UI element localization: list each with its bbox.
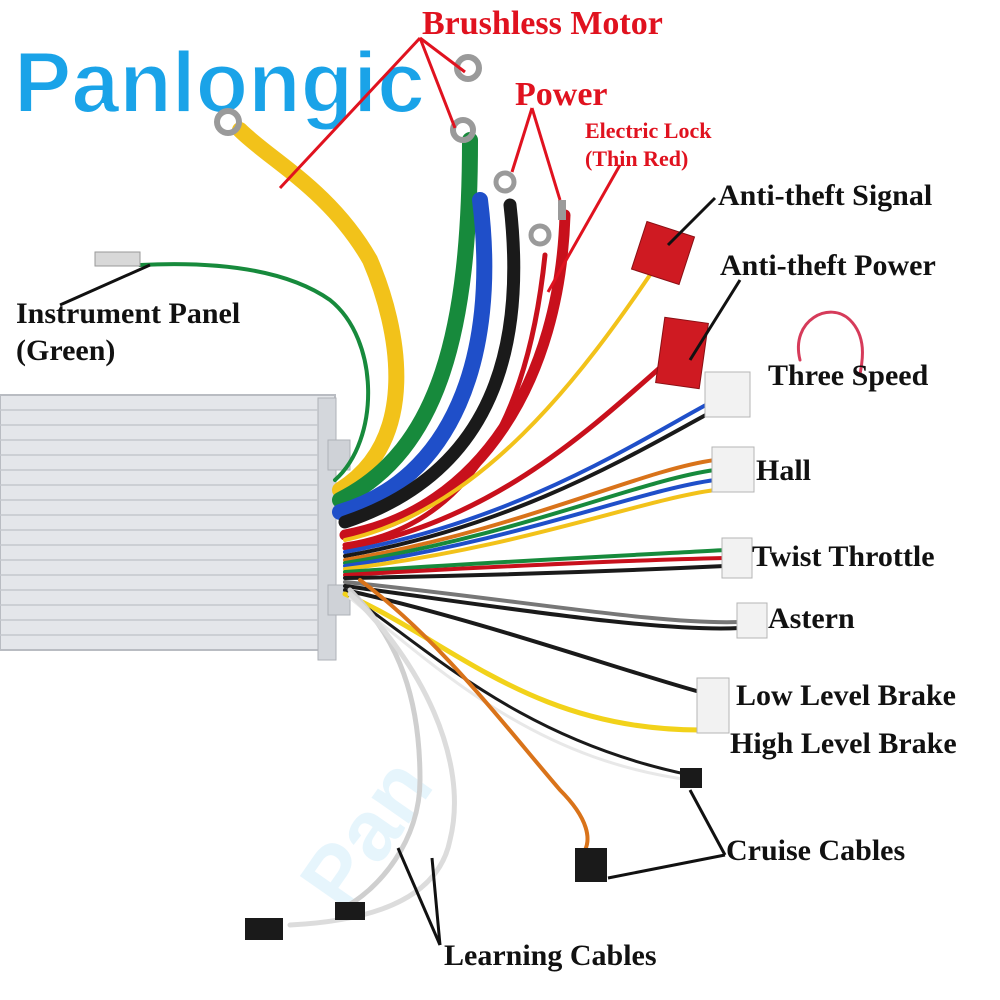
label-electric-lock-2: (Thin Red) bbox=[585, 146, 688, 171]
connectors bbox=[245, 220, 768, 940]
leader-anti-theft-power bbox=[688, 279, 742, 361]
black-leader-lines bbox=[59, 196, 742, 946]
anti-theft-signal-connector bbox=[630, 220, 696, 286]
wire-hall-3 bbox=[343, 478, 717, 568]
wire-bundle bbox=[138, 122, 864, 928]
wire-thin-red-lock bbox=[342, 252, 548, 548]
watermark-logo: Pan bbox=[282, 741, 451, 925]
label-three-speed: Three Speed bbox=[768, 359, 929, 392]
wire-green-phase bbox=[332, 132, 478, 508]
wire-high-brake bbox=[342, 591, 703, 733]
wire-astern-2 bbox=[343, 584, 742, 631]
label-instrument-panel-1: Instrument Panel bbox=[16, 297, 240, 330]
wire-cruise-1 bbox=[348, 594, 692, 777]
label-anti-theft-power: Anti-theft Power bbox=[720, 249, 936, 282]
leader-electric-lock bbox=[546, 164, 622, 293]
label-instrument-panel-2: (Green) bbox=[16, 334, 115, 367]
spade-terminal bbox=[558, 200, 566, 220]
cruise-connector-2 bbox=[575, 848, 607, 882]
learning-connector-2 bbox=[335, 902, 365, 920]
leader-learning-2 bbox=[430, 857, 442, 946]
wire-red-power bbox=[339, 209, 571, 541]
label-high-level-brake: High Level Brake bbox=[730, 727, 957, 760]
red-leader-lines bbox=[278, 36, 622, 293]
learning-connector-1 bbox=[245, 918, 283, 940]
leader-instrument-panel bbox=[59, 263, 151, 307]
ring-terminal bbox=[454, 54, 482, 82]
wire-three-speed-2 bbox=[343, 408, 717, 558]
brand-logo: Panlongic bbox=[14, 35, 425, 131]
leader-power-1 bbox=[510, 107, 534, 173]
leader-anti-theft-signal bbox=[666, 196, 717, 247]
label-electric-lock-1: Electric Lock bbox=[585, 118, 712, 143]
wire-yellow-phase bbox=[232, 122, 405, 498]
wire-astern-1 bbox=[343, 580, 742, 625]
label-low-level-brake: Low Level Brake bbox=[736, 679, 956, 712]
ring-terminal bbox=[528, 223, 552, 247]
label-hall: Hall bbox=[756, 454, 811, 487]
ring-terminal bbox=[214, 108, 242, 136]
controller-box bbox=[0, 394, 351, 661]
wire-three-speed-loop bbox=[796, 310, 864, 377]
leader-brushless-ring2 bbox=[418, 37, 457, 129]
label-astern: Astern bbox=[768, 602, 855, 635]
label-brushless-motor: Brushless Motor bbox=[422, 5, 663, 42]
ring-terminal bbox=[450, 117, 476, 143]
label-cruise-cables: Cruise Cables bbox=[726, 834, 905, 867]
leader-brushless-ring1 bbox=[419, 36, 466, 74]
wire-hall-4 bbox=[343, 488, 717, 571]
label-twist-throttle: Twist Throttle bbox=[752, 540, 935, 573]
ring-terminals bbox=[94, 54, 566, 267]
wire-throttle-3 bbox=[343, 564, 727, 580]
heatsink-fins bbox=[0, 409, 318, 636]
astern-connector bbox=[736, 602, 768, 639]
wire-hall-2 bbox=[343, 468, 717, 565]
label-anti-theft-signal: Anti-theft Signal bbox=[718, 179, 932, 212]
label-learning-cables: Learning Cables bbox=[444, 939, 657, 972]
wire-low-brake bbox=[343, 588, 702, 694]
wire-three-speed-1 bbox=[343, 398, 717, 554]
wire-blue-phase bbox=[332, 192, 493, 520]
leader-learning-1 bbox=[396, 847, 442, 946]
wire-instrument-green bbox=[138, 262, 371, 482]
wire-hall-1 bbox=[343, 458, 717, 562]
cruise-connector-1 bbox=[680, 768, 702, 788]
wire-learning-2 bbox=[287, 591, 457, 928]
three-speed-connector bbox=[704, 371, 751, 418]
leader-brushless-yellow bbox=[278, 36, 422, 190]
throttle-connector bbox=[721, 537, 753, 579]
leader-cruise-1 bbox=[688, 789, 727, 856]
wire-throttle-2 bbox=[343, 556, 727, 577]
wire-cruise-orange bbox=[358, 578, 590, 852]
leader-cruise-2 bbox=[607, 853, 726, 880]
wire-black-power bbox=[338, 198, 521, 529]
leader-power-2 bbox=[530, 107, 562, 201]
wire-cruise-2 bbox=[348, 596, 692, 782]
label-power: Power bbox=[515, 76, 608, 113]
ring-terminal bbox=[493, 170, 517, 194]
wire-anti-theft-signal bbox=[343, 258, 662, 542]
bullet-connector bbox=[94, 251, 141, 267]
hall-connector bbox=[711, 446, 755, 493]
wire-throttle-1 bbox=[343, 548, 727, 574]
anti-theft-power-connector bbox=[655, 316, 709, 390]
wire-anti-theft-power bbox=[342, 347, 683, 551]
brake-connector bbox=[696, 677, 730, 734]
